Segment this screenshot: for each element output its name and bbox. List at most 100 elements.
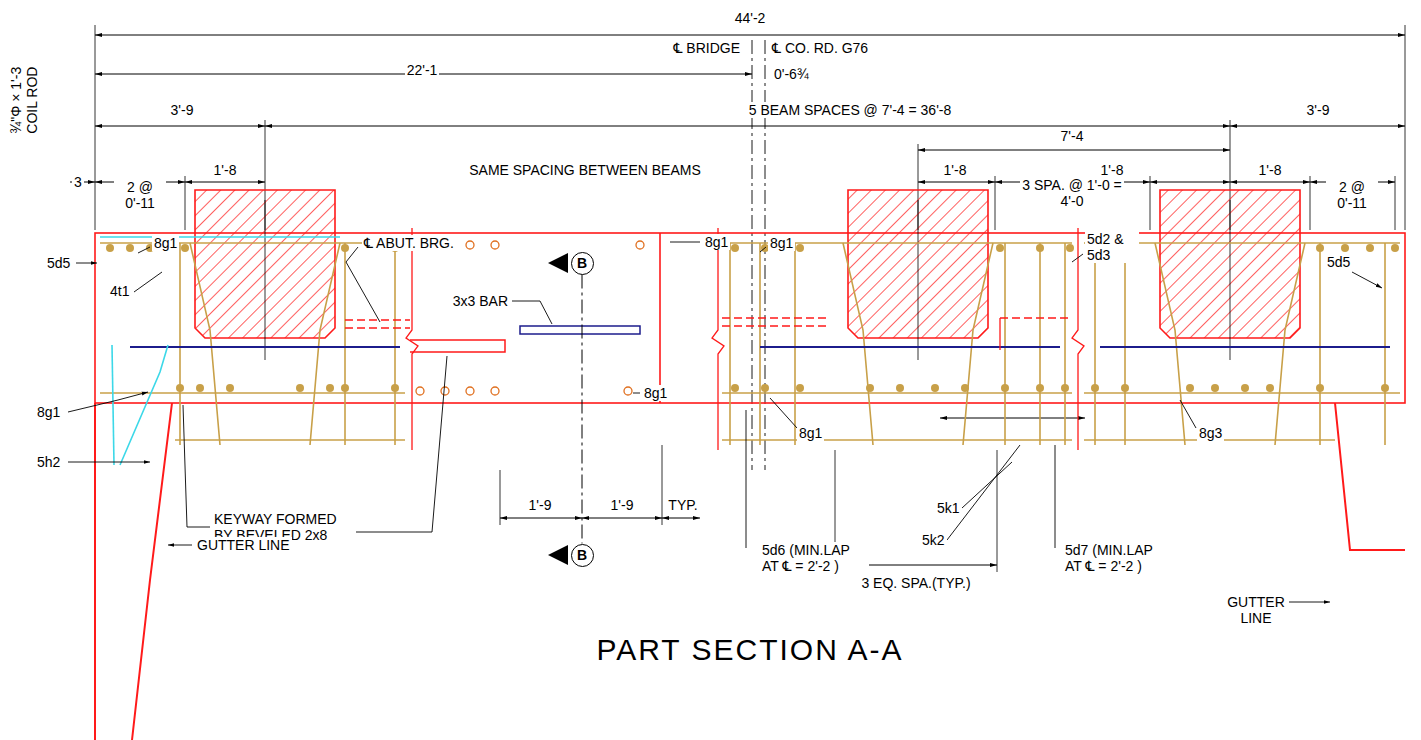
- leader-line: [346, 247, 380, 322]
- leader-line: [962, 462, 1012, 508]
- leader-line: [670, 242, 700, 243]
- stirrup: [179, 243, 181, 445]
- section-letter: B: [577, 256, 587, 270]
- bar-mark: 8g3: [1197, 425, 1224, 441]
- extension-line: [1310, 176, 1311, 230]
- slab-edge: [659, 233, 661, 403]
- dimension-text: 2 @ 0'-11: [114, 179, 166, 211]
- rebar-dot: [1316, 384, 1324, 392]
- bent-bar: [190, 243, 220, 445]
- bent-bar: [843, 243, 873, 445]
- cyan-bar: [120, 345, 168, 465]
- rebar-dot: [1241, 384, 1249, 392]
- centerline-label: ℄ BRIDGE: [671, 40, 742, 56]
- extension-line: [1405, 25, 1406, 230]
- leader-line: [512, 301, 552, 324]
- dimension-text: 3'-9: [1305, 102, 1332, 118]
- rebar-dot: [1066, 244, 1074, 252]
- rebar-dot: [1391, 244, 1399, 252]
- bar-plate: [520, 326, 640, 334]
- stirrup: [394, 243, 396, 445]
- rebar-dot: [1061, 384, 1069, 392]
- rebar-dot: [341, 244, 349, 252]
- dimension-text: TYP.: [666, 497, 699, 513]
- dimension-text: 2 @ 0'-11: [1326, 179, 1378, 211]
- dimension-text: 0'-6¾: [772, 66, 811, 82]
- rebar-line: [100, 242, 405, 244]
- leader-line: [760, 247, 766, 252]
- leader-line: [770, 398, 797, 428]
- extension-line: [1150, 176, 1151, 230]
- rebar-ring: [491, 241, 499, 249]
- bent-bar: [1275, 243, 1305, 445]
- leader-line: [76, 263, 97, 264]
- rebar-dot: [866, 384, 874, 392]
- leader-line: [356, 356, 447, 532]
- section-letter: B: [577, 548, 587, 562]
- keyway: [345, 327, 410, 328]
- bar-mark: 8g1: [703, 234, 730, 250]
- rebar-line: [1084, 392, 1400, 394]
- cyan-bar: [112, 345, 114, 465]
- stirrup: [1004, 243, 1006, 445]
- coil-rod: [760, 346, 1060, 348]
- stirrup: [759, 243, 761, 445]
- leader-line: [134, 272, 162, 292]
- section-marker: B: [571, 544, 594, 567]
- leader-line: [168, 545, 192, 546]
- part-label: 3x3 BAR: [451, 293, 510, 309]
- dimension-line: [1230, 126, 1405, 127]
- cyan-bar: [100, 236, 340, 238]
- keyway: [410, 340, 505, 352]
- section-arrow: [548, 253, 568, 273]
- bar-mark: 5d5: [1325, 254, 1352, 270]
- rebar-dot: [961, 384, 969, 392]
- rebar-dot: [1001, 384, 1009, 392]
- extension-line: [95, 25, 96, 230]
- bent-bar: [310, 243, 340, 445]
- rebar-dot: [796, 384, 804, 392]
- rebar-dot: [1211, 384, 1219, 392]
- bar-mark: 8g1: [35, 404, 62, 420]
- extension-line: [997, 450, 998, 572]
- rebar-dot: [296, 384, 304, 392]
- rebar-line: [722, 392, 1072, 394]
- dimension-text: 22'-1: [405, 62, 440, 78]
- dimension-line: [265, 126, 1230, 127]
- bar-mark: 5d5: [45, 255, 72, 271]
- rebar-dot: [341, 384, 349, 392]
- rebar-dot: [796, 244, 804, 252]
- leader-line: [1286, 602, 1330, 603]
- bar-mark: 5h2: [35, 454, 62, 470]
- stirrup: [1094, 243, 1096, 445]
- extension-line: [995, 176, 996, 230]
- section-marker: B: [571, 252, 594, 275]
- rebar-dot: [931, 384, 939, 392]
- leader-line: [68, 392, 148, 412]
- rebar-dot: [1036, 384, 1044, 392]
- dimension-text: 3 SPA. @ 1'-0 = 4'-0: [1020, 177, 1124, 209]
- dimension-text: 1'-8: [1099, 162, 1126, 178]
- leader-line: [1072, 254, 1083, 262]
- rebar-ring: [466, 241, 474, 249]
- dimension-text: 1'-8: [212, 162, 239, 178]
- note-text: SAME SPACING BETWEEN BEAMS: [467, 162, 703, 178]
- rebar-dot: [1316, 244, 1324, 252]
- rebar-ring: [466, 387, 474, 395]
- bar-mark: 8g1: [152, 235, 179, 251]
- dimension-line: [582, 518, 662, 519]
- dimension-text: 44'-2: [733, 10, 768, 26]
- rebar-dot: [996, 244, 1004, 252]
- dimension-text: 3: [72, 174, 84, 190]
- leader-line: [183, 405, 210, 527]
- leader-line: [138, 247, 150, 253]
- stirrup: [1039, 243, 1041, 445]
- keyway: [722, 325, 830, 326]
- rebar-dot: [326, 384, 334, 392]
- rebar-dot: [391, 384, 399, 392]
- dimension-line: [918, 150, 1230, 151]
- centerline-label: ℄ ABUT. BRG.: [362, 235, 456, 251]
- note-text: GUTTER LINE: [195, 537, 292, 553]
